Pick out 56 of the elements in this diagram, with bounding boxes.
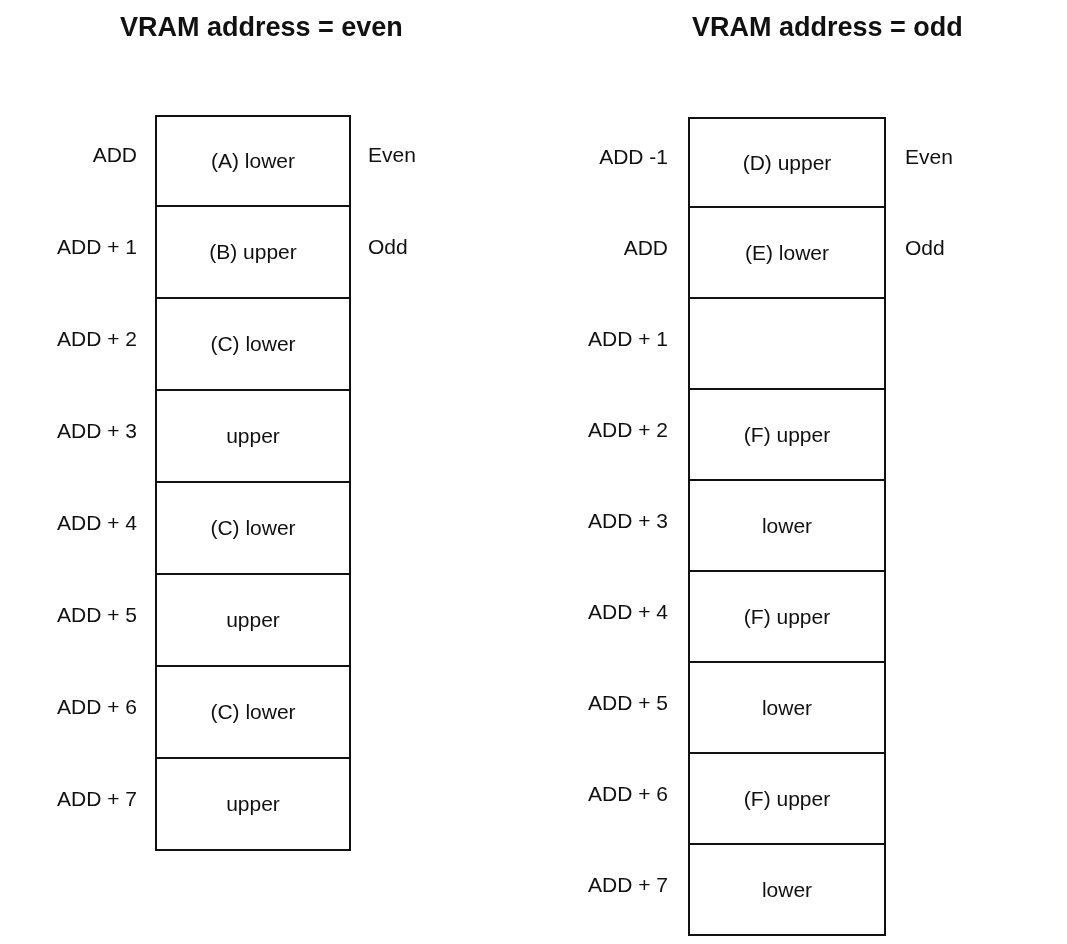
cell-text: (D) upper bbox=[742, 150, 832, 175]
parity-label: Even bbox=[368, 143, 416, 167]
address-label: ADD + 2 bbox=[588, 417, 668, 442]
address-label: ADD -1 bbox=[599, 144, 668, 169]
memory-cell bbox=[155, 297, 351, 391]
column-heading: VRAM address = odd bbox=[692, 12, 963, 43]
address-label: ADD + 5 bbox=[57, 603, 137, 627]
column-heading: VRAM address = even bbox=[120, 12, 403, 43]
address-label: ADD + 4 bbox=[588, 599, 668, 624]
address-label: ADD bbox=[92, 143, 137, 167]
memory-cell bbox=[155, 573, 351, 667]
memory-cell bbox=[688, 297, 886, 390]
cell-text: (C) lower bbox=[210, 516, 296, 540]
cell-text: lower bbox=[761, 877, 813, 902]
parity-label: Odd bbox=[905, 235, 945, 260]
cell-text: upper bbox=[226, 608, 280, 632]
address-label: ADD + 6 bbox=[588, 781, 668, 806]
memory-cell bbox=[688, 570, 886, 663]
memory-cell bbox=[688, 479, 886, 572]
cell-text: upper bbox=[226, 424, 280, 448]
cell-text: (A) lower bbox=[211, 149, 295, 173]
cell-text: lower bbox=[761, 513, 813, 538]
address-label: ADD + 3 bbox=[588, 508, 668, 533]
cell-text: (F) upper bbox=[743, 422, 831, 447]
memory-cell bbox=[688, 843, 886, 936]
memory-cell bbox=[155, 115, 351, 207]
address-label: ADD + 6 bbox=[57, 695, 137, 719]
address-label: ADD + 2 bbox=[57, 327, 137, 351]
address-label: ADD + 7 bbox=[588, 872, 668, 897]
address-label: ADD bbox=[623, 235, 668, 260]
parity-label: Even bbox=[905, 144, 953, 169]
cell-text: (B) upper bbox=[209, 240, 297, 264]
cell-text: (F) upper bbox=[743, 786, 831, 811]
cell-text: upper bbox=[226, 792, 280, 816]
memory-cell bbox=[688, 752, 886, 845]
address-label: ADD + 3 bbox=[57, 419, 137, 443]
memory-cell bbox=[155, 481, 351, 575]
cell-text: (E) lower bbox=[745, 240, 829, 265]
memory-cell bbox=[688, 206, 886, 299]
memory-cell bbox=[155, 205, 351, 299]
memory-cell bbox=[688, 388, 886, 481]
parity-label: Odd bbox=[368, 235, 408, 259]
address-label: ADD + 1 bbox=[57, 235, 137, 259]
cell-text: (F) upper bbox=[743, 604, 831, 629]
address-label: ADD + 7 bbox=[57, 787, 137, 811]
memory-cell bbox=[155, 389, 351, 483]
address-label: ADD + 1 bbox=[588, 326, 668, 351]
memory-cell bbox=[688, 661, 886, 754]
memory-cell bbox=[155, 757, 351, 851]
cell-text: (C) lower bbox=[210, 700, 296, 724]
memory-cell bbox=[688, 117, 886, 208]
memory-cell bbox=[155, 665, 351, 759]
cell-text: lower bbox=[761, 695, 813, 720]
address-label: ADD + 4 bbox=[57, 511, 137, 535]
address-label: ADD + 5 bbox=[588, 690, 668, 715]
cell-text: (C) lower bbox=[210, 332, 296, 356]
